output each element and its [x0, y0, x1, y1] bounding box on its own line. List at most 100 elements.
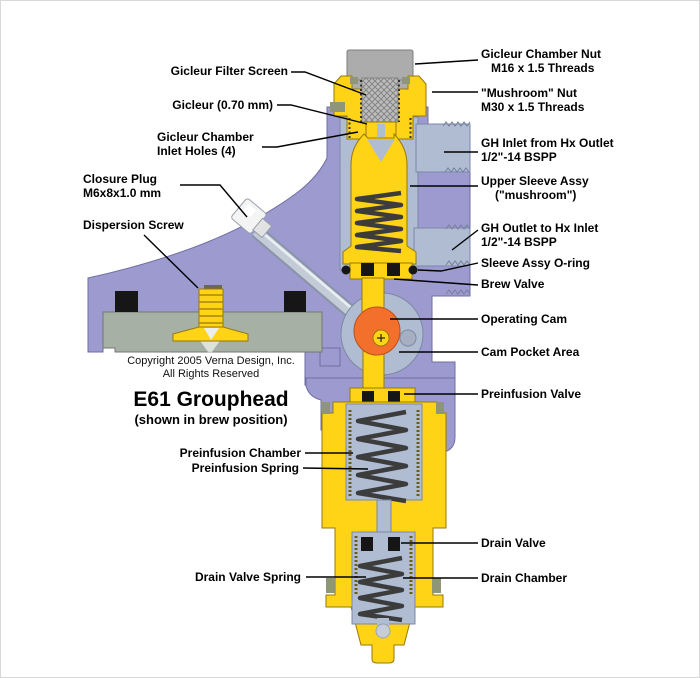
valve-rod — [251, 225, 363, 324]
closure-plug-neck — [252, 217, 273, 239]
label-text: Closure Plug — [83, 172, 158, 186]
drain-valve-spring-part — [357, 555, 405, 623]
mushroom-top-notch — [367, 139, 395, 162]
label-text: Drain Valve — [481, 536, 546, 550]
leader-brew-valve — [393, 278, 479, 286]
brew-valve-body — [349, 262, 413, 280]
label-gh-inlet: GH Inlet from Hx Outlet 1/2"-14 BSPP — [481, 136, 614, 164]
label-text: ("mushroom") — [495, 188, 577, 202]
label-sleeve-assy-oring: Sleeve Assy O-ring — [481, 256, 590, 270]
label-text: Dispersion Screw — [83, 218, 184, 232]
label-text: M16 x 1.5 Threads — [491, 61, 595, 75]
dispersion-screw-threads — [199, 294, 223, 324]
label-text: GH Outlet to Hx Inlet — [481, 221, 599, 235]
leader-preinfusion-spring — [302, 467, 369, 470]
cam-and-stem — [353, 277, 417, 393]
outlet-threads-top — [445, 224, 471, 230]
group-gasket-left — [115, 291, 138, 312]
nut-accent-right — [402, 77, 410, 84]
leader-gh-outlet — [451, 229, 479, 251]
label-dispersion-screw: Dispersion Screw — [83, 218, 184, 232]
chamber-nut-head — [346, 49, 414, 82]
rod-body — [252, 227, 362, 322]
leader-lines — [143, 59, 479, 579]
preinfusion-seal-left — [362, 391, 374, 404]
label-text: 1/2"-14 BSPP — [481, 150, 557, 164]
label-text: Gicleur Chamber Nut — [481, 47, 602, 61]
label-text: Gicleur (0.70 mm) — [172, 98, 273, 112]
label-gicleur-chamber-nut: Gicleur Chamber Nut M16 x 1.5 Threads — [481, 47, 601, 75]
label-text: Gicleur Chamber — [157, 130, 254, 144]
label-text: 1/2"-14 BSPP — [481, 235, 557, 249]
label-text: M6x8x1.0 mm — [83, 186, 162, 200]
nut-accent-left — [350, 77, 358, 84]
label-drain-chamber: Drain Chamber — [481, 571, 567, 585]
housing-oring-left — [326, 578, 335, 593]
copyright-line2: All Rights Reserved — [162, 367, 260, 380]
label-text: Sleeve Assy O-ring — [481, 256, 590, 270]
outlet-threads-bottom — [445, 260, 471, 266]
copyright-line1: Copyright 2005 Verna Design, Inc. — [127, 355, 295, 367]
label-gicleur: Gicleur (0.70 mm) — [172, 98, 273, 112]
leader-gicleur-filter-screen — [291, 71, 367, 96]
gicleur-filter-screen-part — [361, 77, 399, 123]
label-text: Drain Chamber — [481, 571, 568, 585]
cam-axle-cross — [377, 334, 385, 342]
leader-closure-plug — [180, 184, 248, 218]
leader-dispersion-screw — [143, 234, 199, 289]
label-preinfusion-chamber: Preinfusion Chamber — [180, 446, 301, 460]
housing-oring-right — [432, 578, 441, 593]
drain-valve-seal-right — [388, 537, 400, 551]
copyright-notice: Copyright 2005 Verna Design, Inc. All Ri… — [121, 355, 301, 380]
group-gasket-right — [284, 291, 306, 312]
label-text: Drain Valve Spring — [194, 570, 301, 584]
label-text: Upper Sleeve Assy — [481, 174, 589, 188]
rod-highlight — [257, 228, 357, 313]
sleeve-oring-left — [341, 265, 351, 275]
label-gicleur-filter-screen: Gicleur Filter Screen — [171, 64, 288, 78]
label-text: Preinfusion Spring — [191, 461, 299, 475]
label-cam-pocket-area: Cam Pocket Area — [481, 345, 579, 359]
gicleur-orifice — [377, 124, 385, 137]
label-brew-valve: Brew Valve — [481, 277, 544, 291]
label-text: Brew Valve — [481, 277, 545, 291]
gh-outlet-port — [413, 227, 471, 267]
label-text: Preinfusion Valve — [481, 387, 582, 401]
dispersion-screw-assembly — [172, 285, 249, 342]
drain-outlet-hole — [375, 623, 391, 639]
inlet-threads-top — [442, 121, 471, 127]
label-closure-plug: Closure Plug M6x8x1.0 mm — [83, 172, 161, 200]
diagram-title: E61 Grouphead — [133, 388, 289, 411]
label-gicleur-chamber-inlet-holes: Gicleur Chamber Inlet Holes (4) — [157, 130, 254, 158]
label-text: Gicleur Filter Screen — [170, 64, 288, 78]
label-gh-outlet: GH Outlet to Hx Inlet 1/2"-14 BSPP — [481, 221, 598, 249]
label-drain-valve: Drain Valve — [481, 536, 546, 550]
lower-housing — [321, 401, 447, 664]
label-drain-valve-spring: Drain Valve Spring — [195, 570, 301, 584]
label-text: "Mushroom" Nut — [481, 86, 578, 100]
dispersion-plate-notch — [204, 328, 219, 340]
preinfusion-seal-right — [388, 391, 400, 404]
closure-plug-highlight — [242, 203, 257, 218]
leader-gicleur — [277, 104, 368, 125]
label-upper-sleeve-assy: Upper Sleeve Assy ("mushroom") — [481, 174, 589, 202]
closure-plug-part — [231, 198, 273, 239]
body-threads-lower — [445, 289, 471, 295]
brew-valve-seal-right — [387, 263, 400, 276]
valve-stem-lower — [362, 349, 385, 393]
label-preinfusion-valve: Preinfusion Valve — [481, 387, 581, 401]
body-step-accent — [330, 102, 345, 112]
preinfusion-valve-part — [349, 387, 416, 406]
stem-slot — [376, 499, 392, 537]
gh-inlet-port — [415, 123, 471, 173]
label-text: Preinfusion Chamber — [179, 446, 301, 460]
label-text: GH Inlet from Hx Outlet — [481, 136, 614, 150]
label-mushroom-nut: "Mushroom" Nut M30 x 1.5 Threads — [481, 86, 584, 114]
sleeve-oring-right — [408, 265, 418, 275]
leader-inlet-holes — [262, 131, 359, 148]
label-operating-cam: Operating Cam — [481, 312, 567, 326]
label-text: M30 x 1.5 Threads — [481, 100, 585, 114]
mushroom-spring — [354, 190, 404, 254]
